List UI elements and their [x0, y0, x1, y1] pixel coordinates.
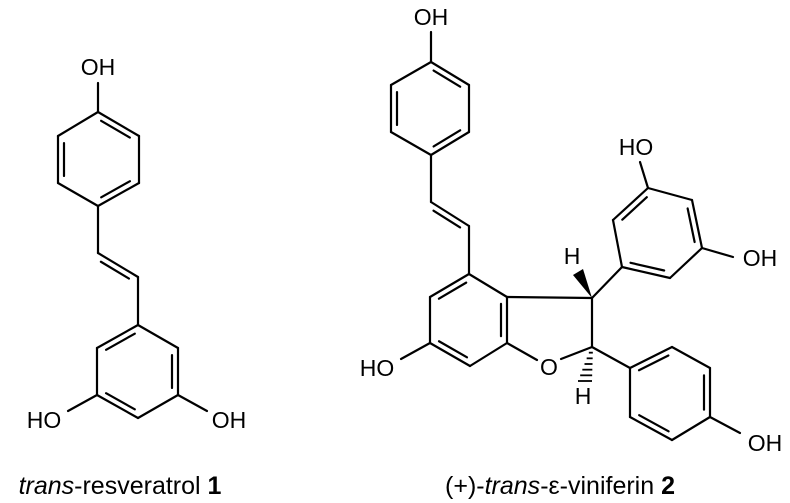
- single-bond: [638, 160, 650, 190]
- atom-label-ho: HO: [619, 134, 654, 160]
- double-bond-inner: [100, 119, 131, 139]
- double-bond-inner: [621, 196, 648, 221]
- double-bond-inner: [99, 260, 131, 280]
- atom-label-oh: OH: [743, 245, 778, 271]
- double-bond-inner: [100, 180, 132, 199]
- single-bond: [56, 110, 100, 138]
- atom-label-h: H: [575, 383, 592, 409]
- single-bond: [66, 393, 99, 413]
- resveratrol-bonds: [56, 81, 209, 420]
- single-bond: [708, 415, 742, 435]
- single-bond: [668, 246, 704, 280]
- double-bond-outer: [428, 341, 472, 368]
- atom-label-h: H: [564, 243, 581, 269]
- single-bond: [399, 341, 432, 361]
- single-bond: [505, 341, 539, 362]
- atom-label-oh: OH: [212, 407, 247, 433]
- double-bond-inner: [637, 354, 670, 372]
- stereo-wedge-bond: [573, 269, 592, 298]
- single-bond: [56, 181, 100, 208]
- double-bond-inner: [629, 261, 666, 272]
- single-bond: [670, 415, 712, 442]
- single-bond: [611, 218, 624, 269]
- single-bond: [389, 60, 433, 87]
- double-bond-outer: [95, 323, 140, 350]
- single-bond: [176, 393, 209, 413]
- double-bond-outer: [96, 181, 141, 208]
- compound-1-caption: trans-resveratrol 1: [19, 472, 222, 500]
- double-bond-outer: [95, 393, 140, 420]
- single-bond: [700, 246, 735, 259]
- single-bond: [468, 341, 509, 368]
- single-bond: [389, 130, 433, 157]
- compound-2-caption: (+)-trans-ε-viniferin 2: [445, 472, 675, 500]
- single-bond: [136, 323, 180, 350]
- double-bond-outer: [628, 415, 674, 442]
- double-bond-outer: [429, 200, 471, 228]
- single-bond: [467, 272, 509, 299]
- double-bond-inner: [104, 332, 136, 351]
- double-bond-inner: [686, 207, 696, 244]
- stereo-hashed-bond: [578, 351, 593, 382]
- double-bond-inner: [432, 209, 462, 229]
- single-bond: [670, 345, 712, 370]
- double-bond-outer: [96, 251, 140, 279]
- viniferin-bonds: [389, 30, 742, 442]
- single-bond: [136, 393, 180, 420]
- double-bond-inner: [432, 69, 462, 88]
- double-bond-outer: [690, 198, 704, 250]
- atom-label-oh: OH: [414, 4, 449, 30]
- double-bond-outer: [628, 345, 674, 370]
- single-bond: [590, 265, 624, 300]
- atom-label-ho: HO: [27, 407, 62, 433]
- single-bond: [505, 295, 594, 300]
- double-bond-outer: [96, 110, 141, 138]
- atom-label-ho: HO: [360, 355, 395, 381]
- single-bond: [559, 345, 594, 361]
- atom-label-o: O: [540, 354, 558, 380]
- double-bond-outer: [429, 60, 471, 87]
- double-bond-inner: [104, 392, 136, 411]
- double-bond-outer: [429, 130, 471, 157]
- double-bond-inner: [437, 340, 469, 359]
- atom-label-oh: OH: [81, 54, 116, 80]
- atom-label-oh: OH: [748, 430, 783, 456]
- double-bond-inner: [432, 129, 462, 148]
- double-bond-outer: [611, 186, 650, 222]
- double-bond-inner: [437, 281, 468, 300]
- single-bond: [646, 186, 694, 202]
- double-bond-outer: [620, 265, 672, 280]
- double-bond-outer: [428, 272, 471, 299]
- single-bond: [590, 345, 632, 370]
- double-bond-inner: [638, 414, 670, 433]
